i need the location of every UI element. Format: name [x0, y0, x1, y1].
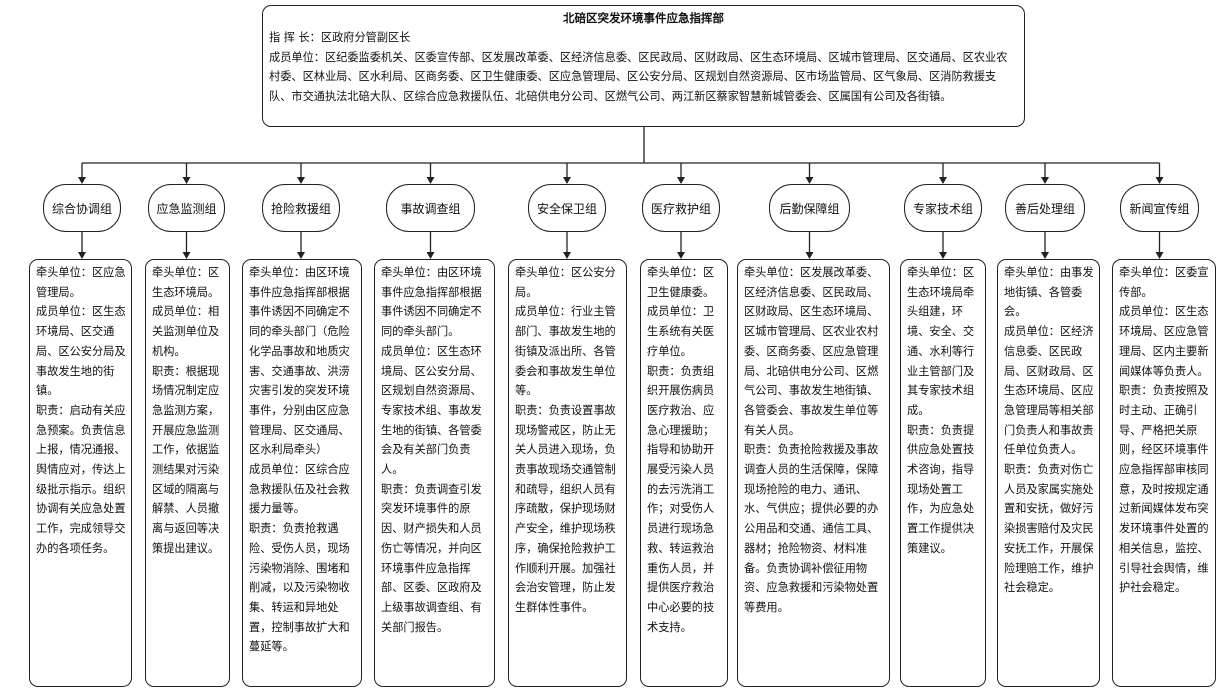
group-duty: 职责：负责对伤亡人员及家属实施处置和安抚，做好污染损害赔付及灾民安抚工作，开展保… — [1004, 463, 1094, 595]
group-detail-box: 牵头单位：区生态环境局牵头组建，环境、安全、交通、水利等行业主管部门及其专家技术… — [900, 259, 986, 687]
group-label: 应急监测组 — [148, 184, 225, 232]
command-title: 北碚区突发环境事件应急指挥部 — [563, 11, 724, 25]
group-detail-box: 牵头单位：区应急管理局。成员单位：区生态环境局、区交通局、区公安分局及事故发生地… — [29, 259, 132, 687]
group-detail-box: 牵头单位：区发展改革委、区经济信息委、区民政局、区财政局、区生态环境局、区城市管… — [737, 259, 890, 687]
arrowhead — [1155, 177, 1164, 184]
arrowhead — [182, 177, 191, 184]
commander-value: 区政府分管副区长 — [320, 31, 411, 44]
arrowhead — [563, 177, 571, 184]
group-lead: 牵头单位：由区环境事件应急指挥部根据事件诱因不同确定不同的牵头部门（危险化学品事… — [249, 266, 350, 457]
group-members: 成员单位：区生态环境局、区交通局、区公安分局及事故发生地的街镇。 — [36, 305, 126, 398]
group-members: 成员单位：卫生系统有关医疗单位。 — [647, 305, 715, 358]
group-label: 抢险救援组 — [262, 184, 340, 232]
group-lead: 牵头单位：由事发地街镇、各管委会。 — [1004, 266, 1094, 319]
arrowhead — [426, 177, 435, 184]
group-members: 成员单位：区经济信息委、区民政局、区财政局、区生态环境局、区应急管理局等相关部门… — [1004, 325, 1094, 457]
arrowhead — [78, 252, 86, 259]
group-lead: 牵头单位：区公安分局。 — [515, 266, 616, 299]
group-members: 成员单位：相关监测单位及机构。 — [152, 305, 220, 358]
commander-label: 指 挥 长： — [269, 31, 321, 44]
arrowhead — [677, 252, 685, 259]
commander-row: 指 挥 长：区政府分管副区长 — [269, 28, 1018, 48]
group-duty: 职责：负责组织开展伤病员医疗救治、应急心理援助；指导和协助开展受污染人员的去污洗… — [647, 364, 715, 634]
group-members: 成员单位：区生态环境局、区公安分局、区规划自然资源局、专家技术组、事故发生地的街… — [381, 344, 482, 477]
arrowhead — [805, 252, 814, 259]
group-detail-box: 牵头单位：由区环境事件应急指挥部根据事件诱因不同确定不同的牵头部门。成员单位：区… — [374, 259, 495, 687]
members-value: 区纪委监委机关、区委宣传部、区发展改革委、区经济信息委、区民政局、区财政局、区生… — [269, 50, 1008, 103]
members-row: 成员单位：区纪委监委机关、区委宣传部、区发展改革委、区经济信息委、区民政局、区财… — [269, 48, 1018, 107]
arrowhead — [1041, 252, 1049, 259]
group-members: 成员单位：区生态环境局、区应急管理局、区内主要新闻媒体等负责人。 — [1119, 305, 1209, 378]
group-detail-box: 牵头单位：区公安分局。成员单位：行业主管部门、事故发生地的街镇及派出所、各管委会… — [508, 259, 627, 687]
group-lead: 牵头单位：区应急管理局。 — [36, 266, 126, 299]
group-duty: 职责：负责抢救遇险、受伤人员，现场污染物消除、围堵和削减，以及污染物收集、转运和… — [249, 522, 350, 654]
group-duty: 职责：负责调查引发突发环境事件的原因、财产损失和人员伤亡等情况，并向区环境事件应… — [381, 482, 482, 634]
group-label: 事故调查组 — [386, 184, 475, 232]
group-lead: 牵头单位：区卫生健康委。 — [647, 266, 715, 299]
group-duty: 职责：负责按照及时主动、正确引导、严格把关原则，经区环境事件应急指挥部审核同意，… — [1119, 384, 1209, 595]
group-label: 善后处理组 — [1005, 184, 1085, 232]
arrowhead — [78, 177, 86, 184]
group-lead: 牵头单位：区生态环境局。 — [152, 266, 220, 299]
group-members: 成员单位：区综合应急救援队伍及社会救援力量等。 — [249, 463, 350, 516]
group-label: 后勤保障组 — [769, 184, 850, 232]
group-duty: 职责：负责提供应急处置技术咨询，指导现场处置工作，为应急处置工作提供决策建议。 — [907, 423, 975, 555]
group-detail-box: 牵头单位：区卫生健康委。成员单位：卫生系统有关医疗单位。职责：负责组织开展伤病员… — [640, 259, 728, 687]
group-duty: 职责：负责设置事故现场警戒区，防止无关人员进入现场，负责事故现场交通管制和疏导，… — [515, 403, 616, 614]
arrowhead — [297, 252, 305, 259]
group-detail-box: 牵头单位：区委宣传部。成员单位：区生态环境局、区应急管理局、区内主要新闻媒体等负… — [1112, 259, 1216, 687]
group-lead: 牵头单位：由区环境事件应急指挥部根据事件诱因不同确定不同的牵头部门。 — [381, 266, 482, 339]
group-label: 安全保卫组 — [528, 184, 606, 232]
arrowhead — [677, 177, 685, 184]
command-box: 北碚区突发环境事件应急指挥部 指 挥 长：区政府分管副区长 成员单位：区纪委监委… — [262, 5, 1025, 127]
group-label: 专家技术组 — [904, 184, 982, 232]
members-label: 成员单位： — [269, 50, 325, 64]
group-detail-box: 牵头单位：区生态环境局。成员单位：相关监测单位及机构。职责：根据现场情况制定应急… — [145, 259, 230, 687]
group-lead: 牵头单位：区发展改革委、区经济信息委、区民政局、区财政局、区生态环境局、区城市管… — [744, 266, 879, 437]
arrowhead — [939, 252, 947, 259]
group-label: 医疗救护组 — [642, 184, 720, 232]
arrowhead — [426, 252, 435, 259]
group-duty: 职责：启动有关应急预案。负责信息上报，情况通报、舆情应对，传达上级批示指示。组织… — [36, 403, 126, 555]
arrowhead — [939, 177, 947, 184]
arrowhead — [1155, 252, 1164, 259]
group-duty: 职责：根据现场情况制定应急监测方案，开展应急监测工作，依据监测结果对污染区域的隔… — [152, 364, 220, 555]
arrowhead — [563, 252, 571, 259]
group-members: 成员单位：行业主管部门、事故发生地的街镇及派出所、各管委会和事故发生单位等。 — [515, 305, 616, 398]
arrowhead — [297, 177, 305, 184]
group-detail-box: 牵头单位：由事发地街镇、各管委会。成员单位：区经济信息委、区民政局、区财政局、区… — [997, 259, 1100, 687]
group-lead: 牵头单位：区生态环境局牵头组建，环境、安全、交通、水利等行业主管部门及其专家技术… — [907, 266, 975, 417]
group-label: 新闻宣传组 — [1120, 184, 1199, 232]
arrowhead — [805, 177, 814, 184]
arrowhead — [182, 252, 191, 259]
group-label: 综合协调组 — [43, 184, 121, 232]
group-lead: 牵头单位：区委宣传部。 — [1119, 266, 1209, 299]
arrowhead — [1041, 177, 1049, 184]
group-detail-box: 牵头单位：由区环境事件应急指挥部根据事件诱因不同确定不同的牵头部门（危险化学品事… — [242, 259, 362, 687]
group-duty: 职责：负责抢险救援及事故调查人员的生活保障，保障现场抢险的电力、通讯、水、气供应… — [744, 443, 879, 614]
